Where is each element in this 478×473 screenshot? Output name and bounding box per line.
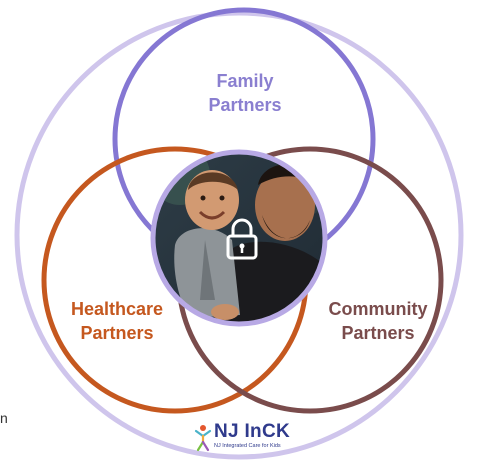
- family-partners-label: Family Partners: [175, 69, 315, 117]
- family-label-line2: Partners: [208, 95, 282, 115]
- healthcare-partners-label: Healthcare Partners: [52, 297, 182, 345]
- outer-ring: [14, 10, 464, 460]
- person-figure-icon: [194, 425, 212, 452]
- logo-name: NJ InCK: [214, 421, 290, 442]
- center-photo: [155, 154, 323, 322]
- edge-glyph: n: [0, 410, 8, 426]
- community-label-line1: Community: [328, 299, 428, 319]
- healthcare-label-line2: Partners: [80, 323, 154, 343]
- nj-inck-logo: NJ InCK NJ Integrated Care for Kids: [188, 421, 308, 457]
- community-label-line2: Partners: [341, 323, 415, 343]
- lock-icon: [226, 218, 258, 260]
- family-label-line1: Family: [216, 71, 274, 91]
- community-partners-label: Community Partners: [308, 297, 448, 345]
- center-ring: [150, 149, 328, 327]
- healthcare-label-line1: Healthcare: [70, 299, 164, 319]
- logo-tagline: NJ Integrated Care for Kids: [214, 443, 281, 449]
